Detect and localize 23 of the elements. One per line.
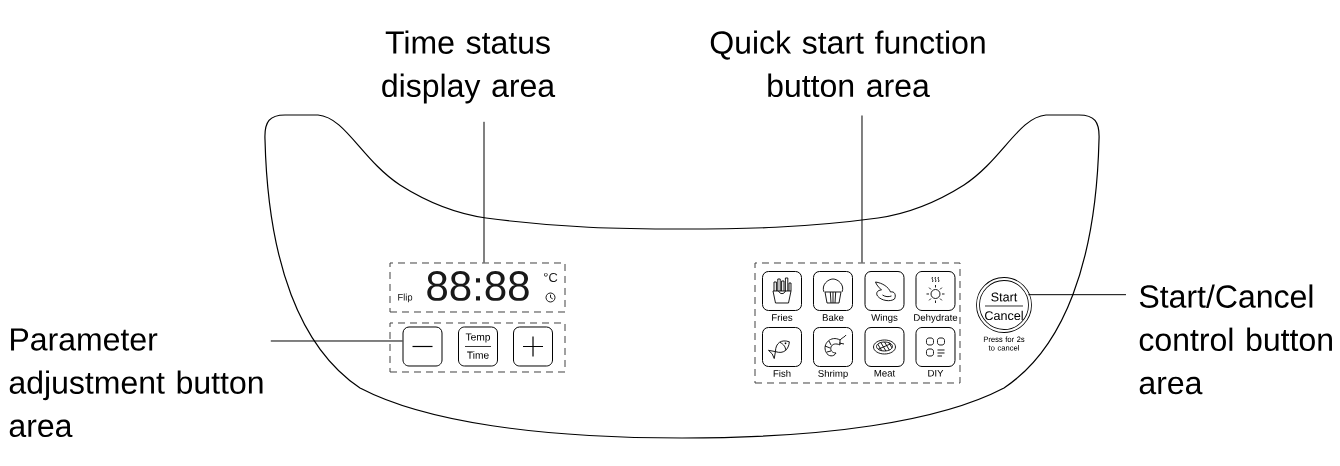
button-label: Bake [822,313,844,321]
callout-text: Parameter adjustment button area [9,328,263,438]
button-label: Fries [772,313,793,321]
indicator-label: Flip [398,293,413,303]
digit-display: 88:88 [427,271,529,301]
callout-text: Start/Cancel control button area [1139,284,1332,395]
button-label: DIY [928,369,944,377]
round-button: Start Cancel [976,277,1032,333]
leader-line [861,115,863,263]
unit-label: °C [544,272,558,283]
leader-line [483,121,485,263]
button-label: Shrimp [818,369,848,379]
button-label: Wings [871,313,898,323]
button-panel [754,262,961,384]
button-label: Meat [874,369,896,377]
button-panel [389,322,566,373]
leader-line [270,340,403,342]
leader-line [1027,294,1127,296]
button-label: Dehydrate [914,313,958,323]
button-label: Fish [773,369,791,377]
callout-text: Time status display area [382,30,556,104]
callout-text: Quick start function button area [710,30,985,98]
toggle-button: Temp Time [458,326,498,367]
